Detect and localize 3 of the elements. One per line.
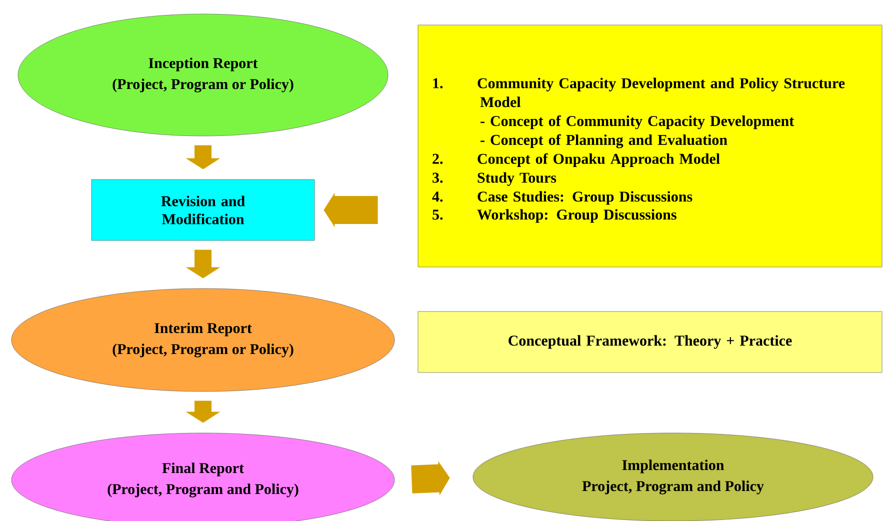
note-box: Conceptual Framework: Theory + Practice [418,311,882,373]
process-box: Revision and Modification [91,179,315,241]
list-box: 1. Community Capacity Development and Policy Structure Model - Concept of Community Capacity Development - Concept of Planning and Evaluation 2. Concept of Onpaku Approach Model 3. Study Tours 4. Case Studies: Group Discussions 5. Workshop: Group Discussions [418,24,882,268]
